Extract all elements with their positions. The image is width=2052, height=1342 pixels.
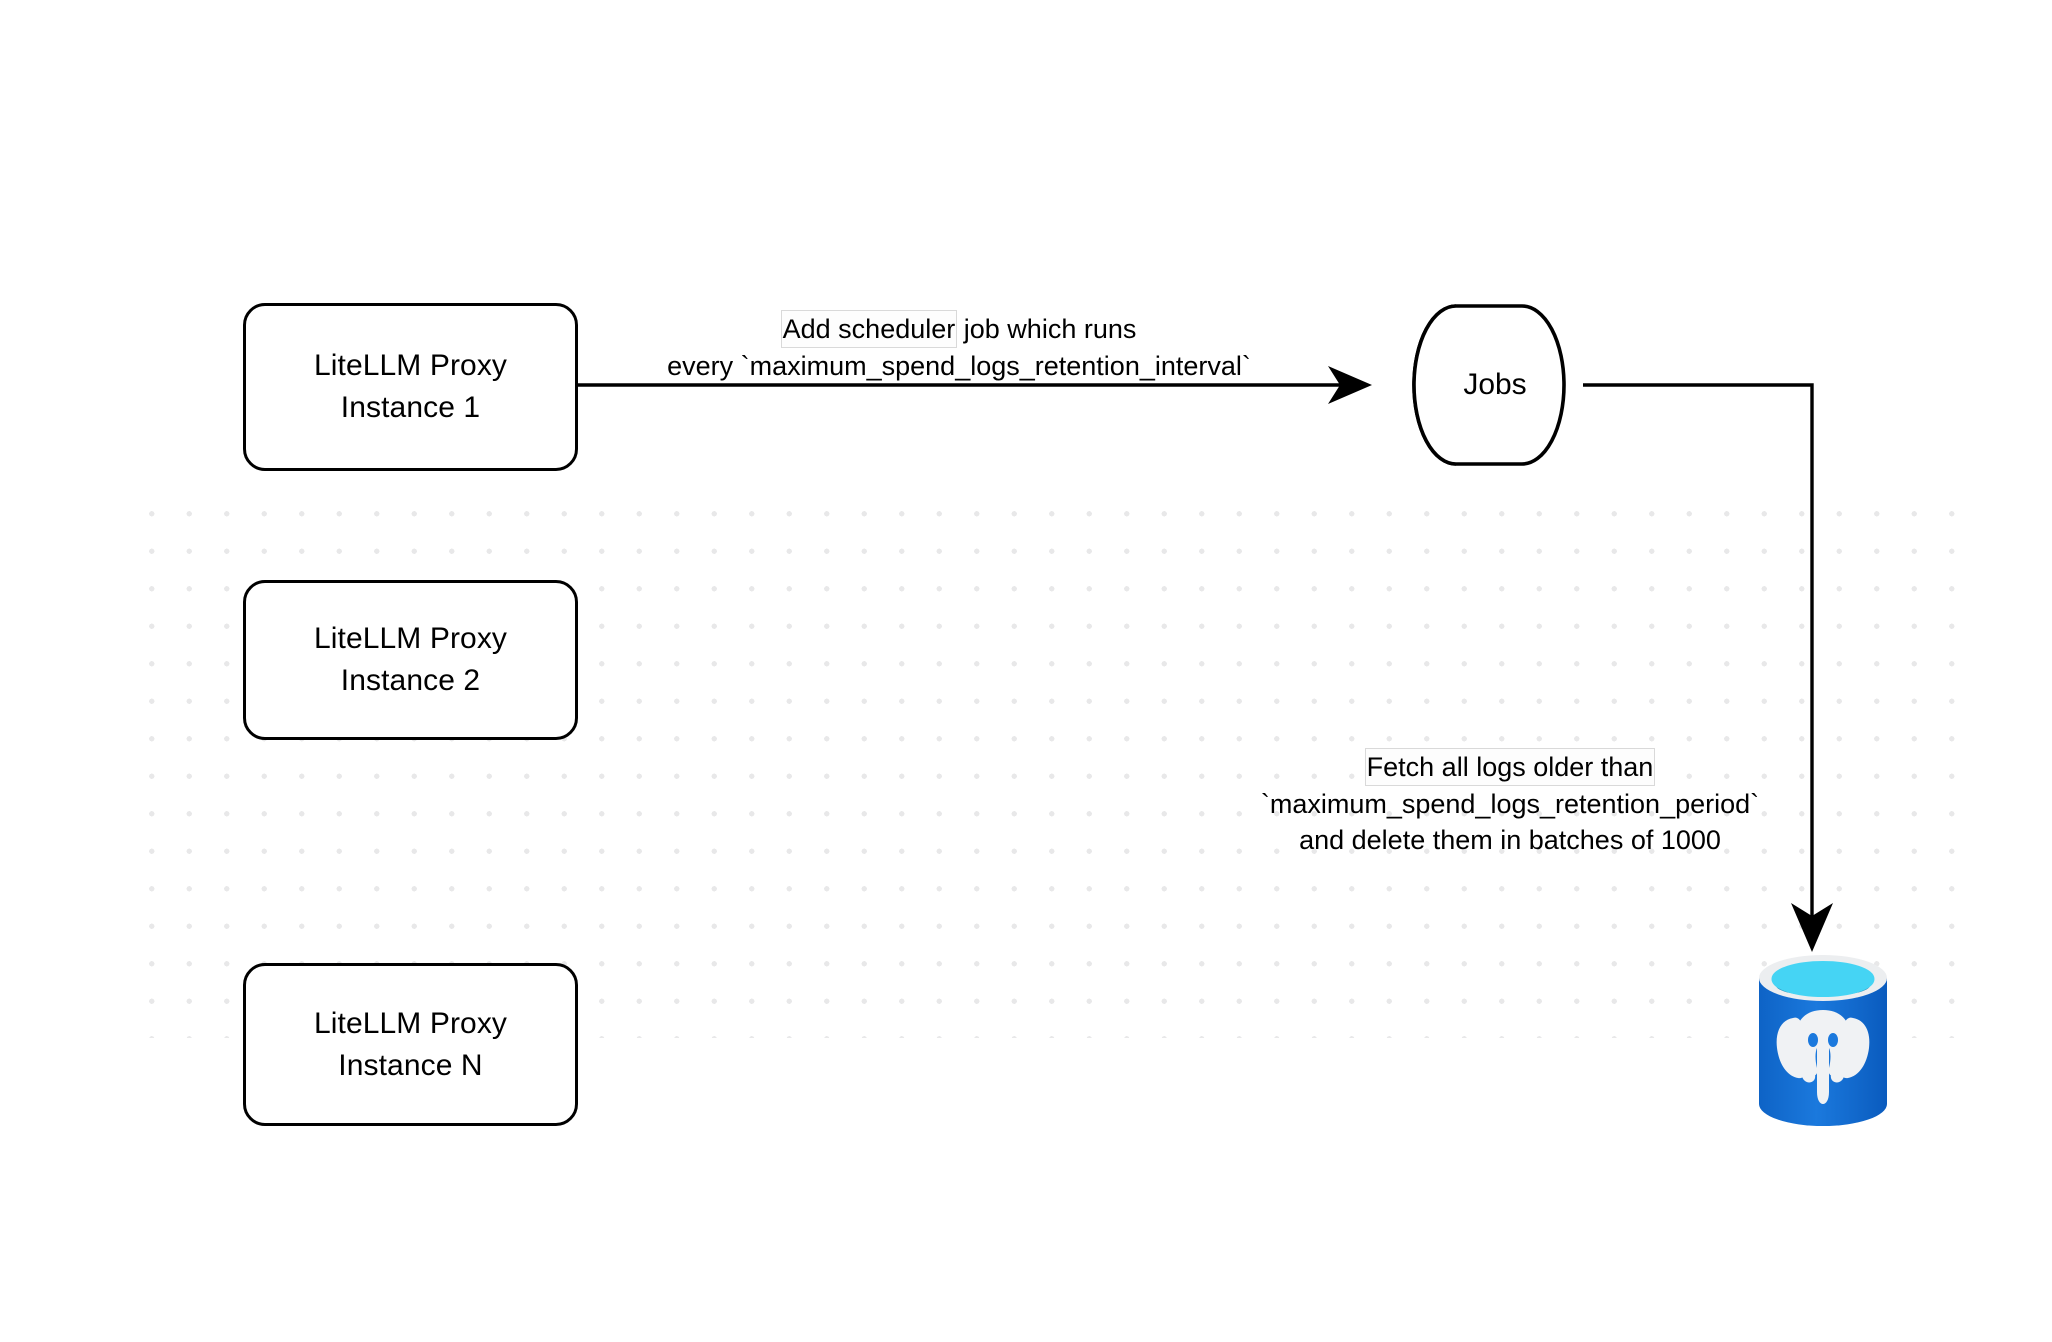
edge-label-highlight: Add scheduler xyxy=(780,310,958,348)
postgresql-elephant-icon xyxy=(1776,1010,1870,1104)
edge-label-highlight: Fetch all logs older than xyxy=(1364,748,1656,786)
arrowhead-down-icon xyxy=(1791,903,1833,952)
jobs-cylinder-shape xyxy=(1412,304,1566,466)
edge-label-line-2: every `maximum_spend_logs_retention_inte… xyxy=(667,351,1251,381)
edge-label-line-1-rest: job which runs xyxy=(956,314,1137,344)
elephant-eye-right xyxy=(1828,1033,1838,1047)
node-label-line-2: Instance 1 xyxy=(340,391,481,424)
node-jobs-label: Jobs xyxy=(1463,368,1527,401)
edge-label-line-1: Fetch all logs older than xyxy=(1230,748,1790,786)
node-litellm-proxy-instance-2[interactable]: LiteLLM Proxy Instance 2 xyxy=(243,580,578,740)
edge-label-line-1: Add scheduler job which runs xyxy=(606,310,1312,348)
edge-label-fetch-and-delete-logs: Fetch all logs older than `maximum_spend… xyxy=(1230,748,1790,858)
edge-label-add-scheduler-job: Add scheduler job which runs every `maxi… xyxy=(606,310,1312,384)
edge-jobs-to-postgres xyxy=(1583,383,1833,952)
node-litellm-proxy-instance-n[interactable]: LiteLLM Proxy Instance N xyxy=(243,963,578,1126)
elephant-eye-left xyxy=(1808,1033,1818,1047)
edge-instance1-to-jobs xyxy=(578,366,1372,404)
arrowhead-right-icon xyxy=(1328,366,1372,404)
edge-label-line-3: and delete them in batches of 1000 xyxy=(1299,825,1721,855)
edge-label-line-2: `maximum_spend_logs_retention_period` xyxy=(1260,789,1760,819)
database-top-highlight xyxy=(1773,962,1873,996)
node-label-line-1: LiteLLM Proxy xyxy=(313,622,508,655)
postgresql-database-icon[interactable] xyxy=(1753,952,1893,1134)
node-label-line-2: Instance N xyxy=(338,1048,483,1082)
node-litellm-proxy-instance-1[interactable]: LiteLLM Proxy Instance 1 xyxy=(243,303,578,471)
node-label-line-1: LiteLLM Proxy xyxy=(313,349,508,382)
node-label-line-2: Instance 2 xyxy=(340,664,481,697)
node-label-line-1: LiteLLM Proxy xyxy=(313,1006,508,1040)
